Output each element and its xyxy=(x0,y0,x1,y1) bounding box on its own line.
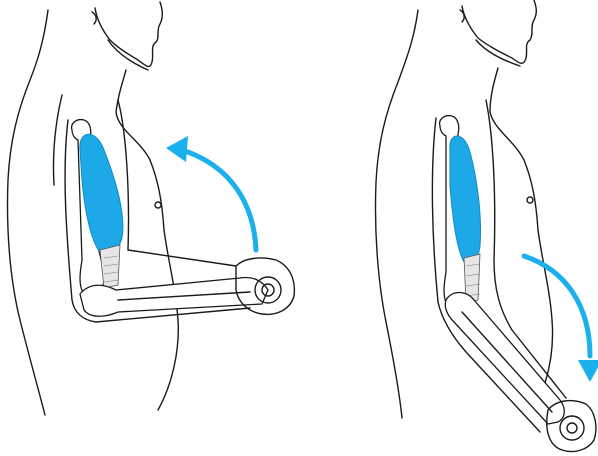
head-outline-right xyxy=(462,0,536,63)
flexion-arrowhead-icon xyxy=(166,136,188,162)
nipple-left xyxy=(155,202,161,208)
extension-arrow-icon xyxy=(524,256,590,356)
arm-top-outline-left xyxy=(118,100,236,266)
body-outline-left xyxy=(8,10,49,415)
head-outline-left xyxy=(95,2,162,66)
biceps-tendon-left xyxy=(100,245,120,288)
neck-chest-left xyxy=(116,70,178,320)
flexion-arrow-icon xyxy=(182,150,256,250)
jaw-line-right xyxy=(476,40,520,66)
back-outline-left xyxy=(53,95,62,185)
panel-flexion xyxy=(8,2,295,415)
panel-extension xyxy=(375,0,598,452)
neck-chest-right xyxy=(490,68,552,320)
body-outline-right xyxy=(375,10,418,418)
extension-arrowhead-icon xyxy=(578,360,598,382)
torso-front-left xyxy=(158,320,178,410)
nipple-right xyxy=(527,197,533,203)
